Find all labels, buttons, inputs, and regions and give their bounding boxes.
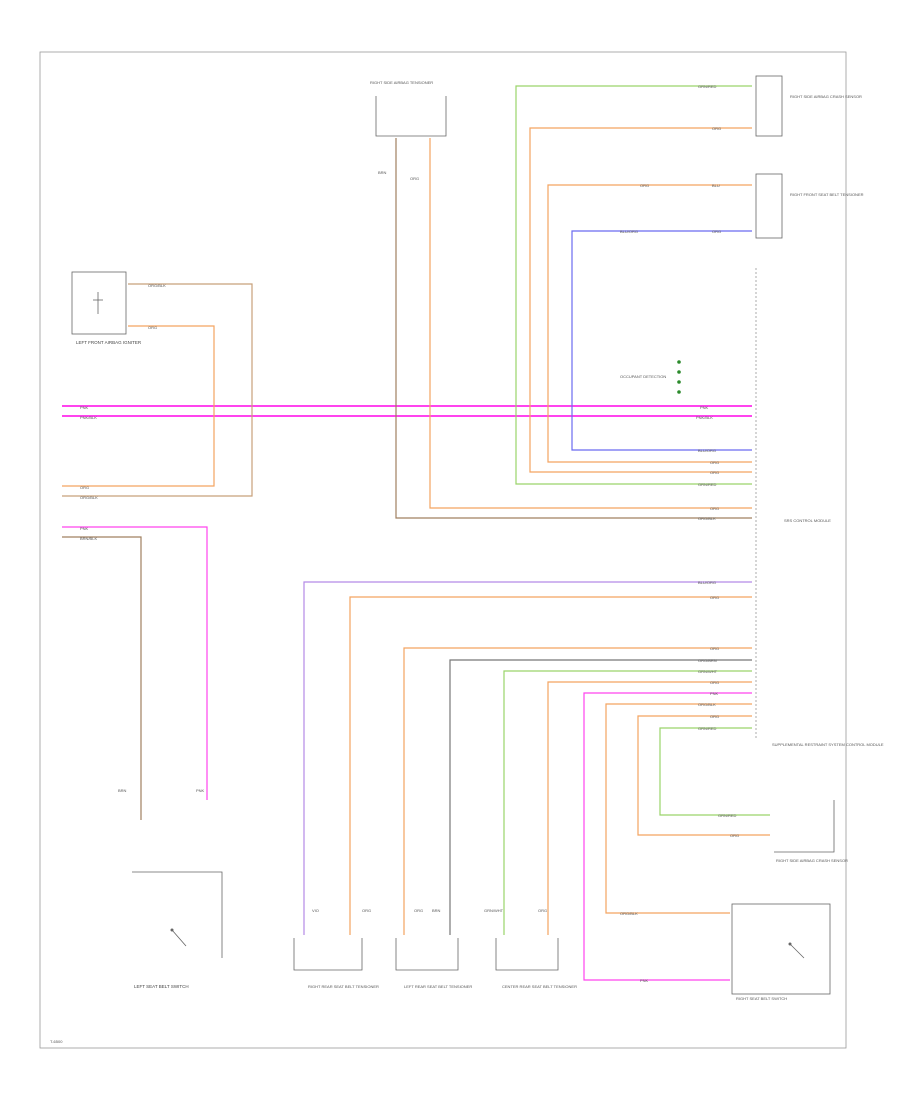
wire-label: ORG bbox=[712, 229, 721, 234]
right-side-airbag-crash-sensor: RIGHT SIDE AIRBAG CRASH SENSOR bbox=[755, 75, 862, 137]
orange-wire bbox=[429, 138, 752, 509]
green-wire bbox=[503, 670, 752, 935]
orange-wire bbox=[62, 325, 215, 487]
wire-label: PNK bbox=[80, 526, 89, 531]
wire-label: ORG/BLK bbox=[80, 495, 98, 500]
wire-label: VIO bbox=[312, 908, 319, 913]
diagram-frame bbox=[39, 51, 847, 1049]
svg-text:LEFT FRONT AIRBAG IGNITER: LEFT FRONT AIRBAG IGNITER bbox=[76, 340, 142, 345]
blue-wire bbox=[571, 230, 752, 451]
wire-label: ORG bbox=[712, 126, 721, 131]
svg-text:LEFT REAR SEAT BELT TENSIONER: LEFT REAR SEAT BELT TENSIONER bbox=[404, 984, 472, 989]
wire-label: ORG/BRN bbox=[698, 658, 717, 663]
right-front-seat-belt-tensioner: RIGHT FRONT SEAT BELT TENSIONER bbox=[755, 173, 864, 239]
wire-label: ORG/BLK bbox=[698, 516, 716, 521]
svg-text:SUPPLEMENTAL RESTRAINT SYSTEM: SUPPLEMENTAL RESTRAINT SYSTEM CONTROL MO… bbox=[772, 742, 884, 747]
left-front-airbag-igniter: LEFT FRONT AIRBAG IGNITER bbox=[71, 271, 142, 345]
center-rear-belt-tensioner: CENTER REAR SEAT BELT TENSIONER bbox=[495, 938, 577, 989]
right-side-airbag-lower-sensor: RIGHT SIDE AIRBAG CRASH SENSOR bbox=[774, 800, 848, 863]
wire-label: BRN bbox=[432, 908, 441, 913]
green-wire bbox=[659, 727, 770, 816]
purple-wire bbox=[303, 581, 752, 935]
svg-text:RIGHT SIDE AIRBAG CRASH SENSOR: RIGHT SIDE AIRBAG CRASH SENSOR bbox=[776, 858, 848, 863]
svg-text:RIGHT REAR SEAT BELT TENSIONER: RIGHT REAR SEAT BELT TENSIONER bbox=[308, 984, 379, 989]
left-rear-belt-tensioner: LEFT REAR SEAT BELT TENSIONER bbox=[395, 938, 472, 989]
wire-label: PNK/BLK bbox=[80, 415, 97, 420]
wire-label: GRN/RED bbox=[698, 482, 717, 487]
orange-wire bbox=[349, 596, 752, 935]
wire-label: PNK bbox=[80, 405, 89, 410]
svg-text:RIGHT SEAT BELT SWITCH: RIGHT SEAT BELT SWITCH bbox=[736, 996, 787, 1001]
wire-label: PNK bbox=[640, 978, 649, 983]
right-rear-belt-tensioner: RIGHT REAR SEAT BELT TENSIONER bbox=[293, 938, 379, 989]
tan-wire bbox=[62, 283, 253, 497]
wire-labels: GRN/RED ORG ORG BLU BLU/ORG ORG ORG/BLK … bbox=[80, 84, 739, 983]
occupant-detection-indicator: OCCUPANT DETECTION bbox=[620, 360, 681, 394]
orange-wire bbox=[403, 647, 752, 935]
svg-text:SRS CONTROL MODULE: SRS CONTROL MODULE bbox=[784, 518, 831, 523]
wire-label: ORG bbox=[538, 908, 547, 913]
wire-label: PNK bbox=[710, 691, 719, 696]
wire-label: GRN/WHT bbox=[484, 908, 504, 913]
svg-text:RIGHT SIDE AIRBAG CRASH SENSOR: RIGHT SIDE AIRBAG CRASH SENSOR bbox=[790, 94, 862, 99]
pink-wire bbox=[583, 692, 752, 981]
wire-group bbox=[62, 85, 770, 981]
wire-label: GRN/RED bbox=[698, 84, 717, 89]
svg-text:RIGHT FRONT SEAT BELT TENSIONE: RIGHT FRONT SEAT BELT TENSIONER bbox=[790, 192, 864, 197]
wire-label: BRN bbox=[378, 170, 387, 175]
left-seat-belt-switch: LEFT SEAT BELT SWITCH bbox=[132, 871, 223, 989]
wire-label: GRN/RED bbox=[698, 726, 717, 731]
wire-label: PNK bbox=[700, 405, 709, 410]
green-wire bbox=[515, 85, 752, 485]
wire-label: BLU/ORG bbox=[698, 580, 716, 585]
wire-label: ORG bbox=[640, 183, 649, 188]
gray-wire bbox=[449, 659, 752, 935]
wire-label: BLU bbox=[712, 183, 720, 188]
wire-label: ORG/BLK bbox=[148, 283, 166, 288]
svg-text:CENTER REAR SEAT BELT TENSIONE: CENTER REAR SEAT BELT TENSIONER bbox=[502, 984, 577, 989]
wire-label: ORG bbox=[710, 646, 719, 651]
wire-label: ORG bbox=[710, 595, 719, 600]
wire-label: PNK/BLK bbox=[696, 415, 713, 420]
wire-label: ORG bbox=[730, 833, 739, 838]
wire-label: ORG bbox=[410, 176, 419, 181]
wire-label: ORG bbox=[710, 460, 719, 465]
right-seat-belt-switch: RIGHT SEAT BELT SWITCH bbox=[731, 903, 831, 1001]
wire-label: BRN bbox=[118, 788, 127, 793]
right-side-airbag-tensioner: RIGHT SIDE AIRBAG TENSIONER bbox=[370, 80, 447, 137]
orange-wire bbox=[637, 715, 770, 836]
wire-label: BRN/BLK bbox=[80, 536, 97, 541]
wire-label: ORG bbox=[362, 908, 371, 913]
wire-label: ORG bbox=[414, 908, 423, 913]
svg-text:OCCUPANT DETECTION: OCCUPANT DETECTION bbox=[620, 374, 666, 379]
svg-text:LEFT SEAT BELT SWITCH: LEFT SEAT BELT SWITCH bbox=[134, 984, 189, 989]
wire-label: ORG bbox=[710, 714, 719, 719]
wire-label: ORG bbox=[710, 506, 719, 511]
wire-label: GRN/WHT bbox=[698, 669, 718, 674]
wire-label: GRN/RED bbox=[718, 813, 737, 818]
wire-label: ORG bbox=[148, 325, 157, 330]
wire-label: PNK bbox=[196, 788, 205, 793]
brown-wire bbox=[62, 536, 142, 820]
orange-wire bbox=[547, 184, 752, 463]
wire-label: ORG/BLK bbox=[698, 702, 716, 707]
wire-label: ORG bbox=[710, 680, 719, 685]
footer-code: T-6500 bbox=[50, 1039, 63, 1044]
wire-label: BLU/ORG bbox=[620, 229, 638, 234]
wire-label: BLU/ORG bbox=[698, 448, 716, 453]
wire-label: ORG/BLK bbox=[620, 911, 638, 916]
srs-control-module: SRS CONTROL MODULE SUPPLEMENTAL RESTRAIN… bbox=[755, 268, 884, 747]
orange-wire bbox=[547, 681, 752, 935]
orange-wire bbox=[529, 127, 752, 473]
wire-label: ORG bbox=[710, 470, 719, 475]
wire-label: ORG bbox=[80, 485, 89, 490]
svg-text:RIGHT SIDE AIRBAG TENSIONER: RIGHT SIDE AIRBAG TENSIONER bbox=[370, 80, 433, 85]
brown-wire bbox=[395, 138, 752, 519]
pink-wire bbox=[62, 526, 208, 800]
orange-wire bbox=[605, 703, 752, 914]
